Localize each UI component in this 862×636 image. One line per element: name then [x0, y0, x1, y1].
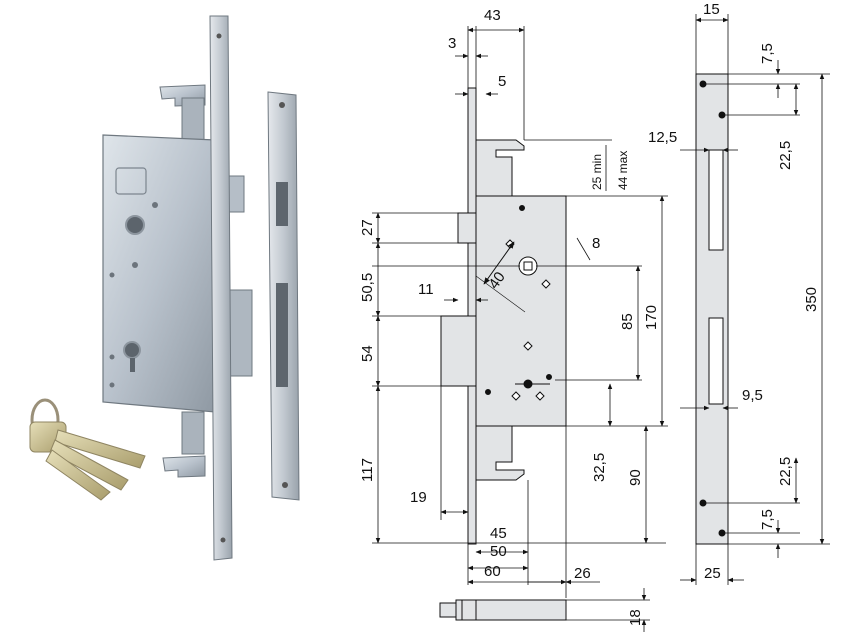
- dim-8: 8: [592, 235, 600, 252]
- front-view-dimension-lines: [372, 26, 668, 632]
- front-view-dimension-text: 43 3 5 25 min 44 max 27 50,5 54 117 11 4…: [359, 7, 660, 626]
- lock-case: [102, 134, 216, 413]
- dim-40: 40: [485, 269, 508, 292]
- dim-350: 350: [803, 287, 820, 312]
- dim-3: 3: [448, 35, 456, 52]
- strike-plate-dimension-text: 15 7,5 12,5 22,5 350 9,5 22,5 7,5 25: [648, 1, 820, 582]
- lower-hook-bolt: [162, 455, 206, 478]
- lock-front-view-drawing: [439, 87, 567, 621]
- dim-27: 27: [359, 219, 376, 236]
- drawing-strike-plate: [695, 73, 729, 545]
- dim-25: 25: [704, 565, 721, 582]
- follower-hole: [125, 215, 145, 235]
- cylinder-hole: [123, 341, 141, 359]
- drawing-case: [475, 195, 567, 427]
- dim-50-5: 50,5: [359, 273, 376, 302]
- dim-45: 45: [490, 525, 507, 542]
- dim-22-5-top: 22,5: [777, 141, 794, 170]
- dim-15: 15: [703, 1, 720, 18]
- dim-90: 90: [627, 469, 644, 486]
- dim-26: 26: [574, 565, 591, 582]
- dim-9-5: 9,5: [742, 387, 763, 404]
- dim-60: 60: [484, 563, 501, 580]
- lock-faceplate: [209, 15, 233, 561]
- strike-plate-dimension-lines: [680, 14, 830, 585]
- dim-85: 85: [619, 313, 636, 330]
- drawing-bottom-view: [455, 599, 567, 621]
- dim-12-5: 12,5: [648, 129, 677, 146]
- dim-170: 170: [643, 305, 660, 330]
- dim-54: 54: [359, 345, 376, 362]
- drawing-lower-hook: [475, 425, 525, 481]
- dim-25-min: 25 min: [590, 154, 604, 190]
- dim-7-5-top: 7,5: [759, 43, 776, 64]
- dim-32-5: 32,5: [591, 453, 608, 482]
- dim-22-5-bottom: 22,5: [777, 457, 794, 486]
- dim-11: 11: [418, 281, 434, 298]
- dim-5: 5: [498, 73, 506, 90]
- keys-photo: [29, 398, 146, 501]
- drawing-upper-hook: [475, 139, 525, 197]
- dim-50: 50: [490, 543, 507, 560]
- dim-19: 19: [410, 489, 427, 506]
- dim-117: 117: [359, 458, 376, 482]
- dim-18: 18: [627, 609, 644, 626]
- strike-plate-photo: [267, 91, 300, 501]
- lock-photo: [102, 15, 253, 561]
- dim-7-5-bottom: 7,5: [759, 509, 776, 530]
- dim-43: 43: [484, 7, 501, 24]
- drawing-follower: [518, 256, 538, 276]
- strike-plate-drawing: [695, 73, 729, 545]
- dim-44-max: 44 max: [616, 151, 630, 190]
